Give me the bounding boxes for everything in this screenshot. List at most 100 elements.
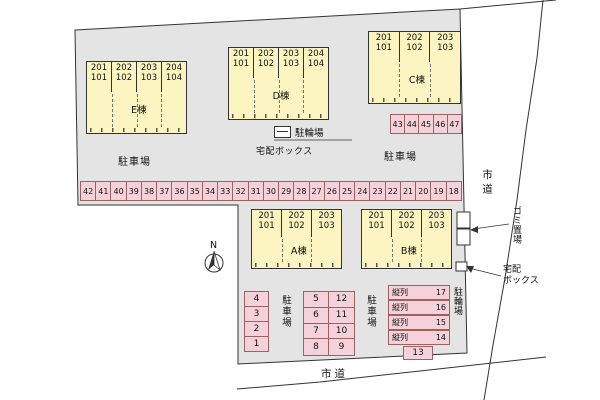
unit-lower: 102	[406, 42, 423, 53]
parking-space: 5	[304, 292, 329, 308]
tandem-parking-row: 縦列 15	[388, 315, 450, 330]
bicycle-parking-label-top: 駐輪場	[295, 128, 324, 139]
unit-upper: 202	[398, 211, 415, 221]
parking-space: 44	[405, 115, 420, 133]
bicycle-parking-top: 駐輪場	[274, 125, 324, 139]
unit-lower: 101	[90, 72, 108, 83]
garbage-arrowhead-icon	[470, 226, 478, 233]
tandem-label: 縦列	[392, 303, 408, 312]
garbage-leader-line	[472, 223, 510, 230]
unit-upper: 202	[257, 49, 275, 59]
parking-space: 39	[127, 182, 142, 200]
parking-space: 10	[329, 324, 354, 340]
parking-space: 28	[294, 182, 310, 200]
parking-space: 37	[157, 182, 173, 200]
parking-space: 45	[419, 115, 434, 133]
parking-lot-label-top-right: 駐車場	[384, 152, 417, 163]
parking-space: 30	[264, 182, 280, 200]
delivery-box-label-line1: 宅配	[503, 265, 522, 275]
parking-space: 14	[435, 333, 446, 342]
parking-space: 27	[310, 182, 325, 200]
delivery-leader-line	[468, 267, 502, 277]
parking-space: 40	[111, 182, 127, 200]
parking-space: 4	[245, 292, 268, 307]
unit-lower: 102	[115, 72, 133, 83]
dashed-divider	[429, 64, 431, 97]
parking-space: 1	[253, 339, 260, 349]
unit-upper: 201	[258, 211, 275, 221]
compass-north-label: N	[210, 240, 218, 251]
building-a-lower: A棟	[252, 237, 341, 268]
parking-space: 13	[403, 346, 433, 360]
parking-space: 20	[416, 182, 432, 200]
unit-lower: 103	[428, 220, 445, 231]
unit-lower: 104	[165, 72, 183, 83]
parking-space: 23	[370, 182, 386, 200]
parking-space: 47	[449, 119, 460, 129]
parking-space: 31	[249, 182, 264, 200]
parking-space: 36	[172, 182, 188, 200]
unit-upper: 201	[232, 49, 250, 59]
boundary-extension-line	[459, 0, 557, 10]
unit-upper: 201	[375, 33, 392, 43]
parking-space: 35	[188, 182, 203, 200]
parking-row-long: 42 41 40 39 38 37 36 35 34 33 32 31 30 2…	[80, 181, 462, 201]
parking-space: 3	[245, 307, 268, 322]
building-a-label: A棟	[290, 246, 307, 258]
parking-lot-label-top-left: 駐車場	[118, 157, 151, 168]
dashed-divider	[421, 239, 423, 262]
parking-space: 15	[435, 318, 446, 327]
road-edge-bottom	[236, 356, 547, 390]
parking-space: 46	[434, 115, 448, 133]
parking-space: 32	[233, 182, 249, 200]
unit-upper: 204	[165, 63, 183, 73]
building-d-label: D棟	[272, 91, 290, 103]
unit-lower: 101	[258, 220, 275, 231]
unit-upper: 203	[318, 211, 335, 221]
unit-lower: 103	[437, 42, 454, 53]
parking-space: 2	[245, 322, 268, 337]
dashed-divider	[311, 239, 313, 262]
unit-upper: 202	[115, 63, 133, 73]
building-d-lower: D棟	[229, 78, 328, 119]
parking-space: 25	[340, 182, 356, 200]
parking-space: 19	[431, 182, 447, 200]
parking-space: 7	[304, 323, 329, 340]
unit-lower: 102	[257, 58, 275, 69]
dashed-divider	[399, 64, 401, 97]
compass-needle-light	[213, 250, 221, 272]
parking-space: 26	[325, 182, 340, 200]
unit-upper: 203	[282, 49, 300, 59]
garbage-box-icon	[456, 228, 471, 246]
tandem-label: 縦列	[392, 318, 408, 327]
parking-space: 42	[81, 182, 97, 200]
entrance-ticks	[255, 263, 338, 267]
delivery-arrowhead-icon	[466, 266, 474, 273]
parking-space: 41	[96, 182, 112, 200]
parking-row-43-47: 43 44 45 46 47	[390, 114, 462, 134]
city-road-label-right: 市道	[481, 169, 493, 198]
parking-space: 12	[329, 292, 354, 308]
unit-upper: 201	[90, 63, 108, 73]
parking-lot-label-bottom-middle: 駐車場	[365, 295, 376, 328]
parking-space: 34	[203, 182, 219, 200]
city-road-label-bottom: 市道	[321, 368, 348, 380]
garbage-area-label: ゴミ置場	[511, 206, 521, 244]
building-b-label: B棟	[400, 246, 417, 258]
